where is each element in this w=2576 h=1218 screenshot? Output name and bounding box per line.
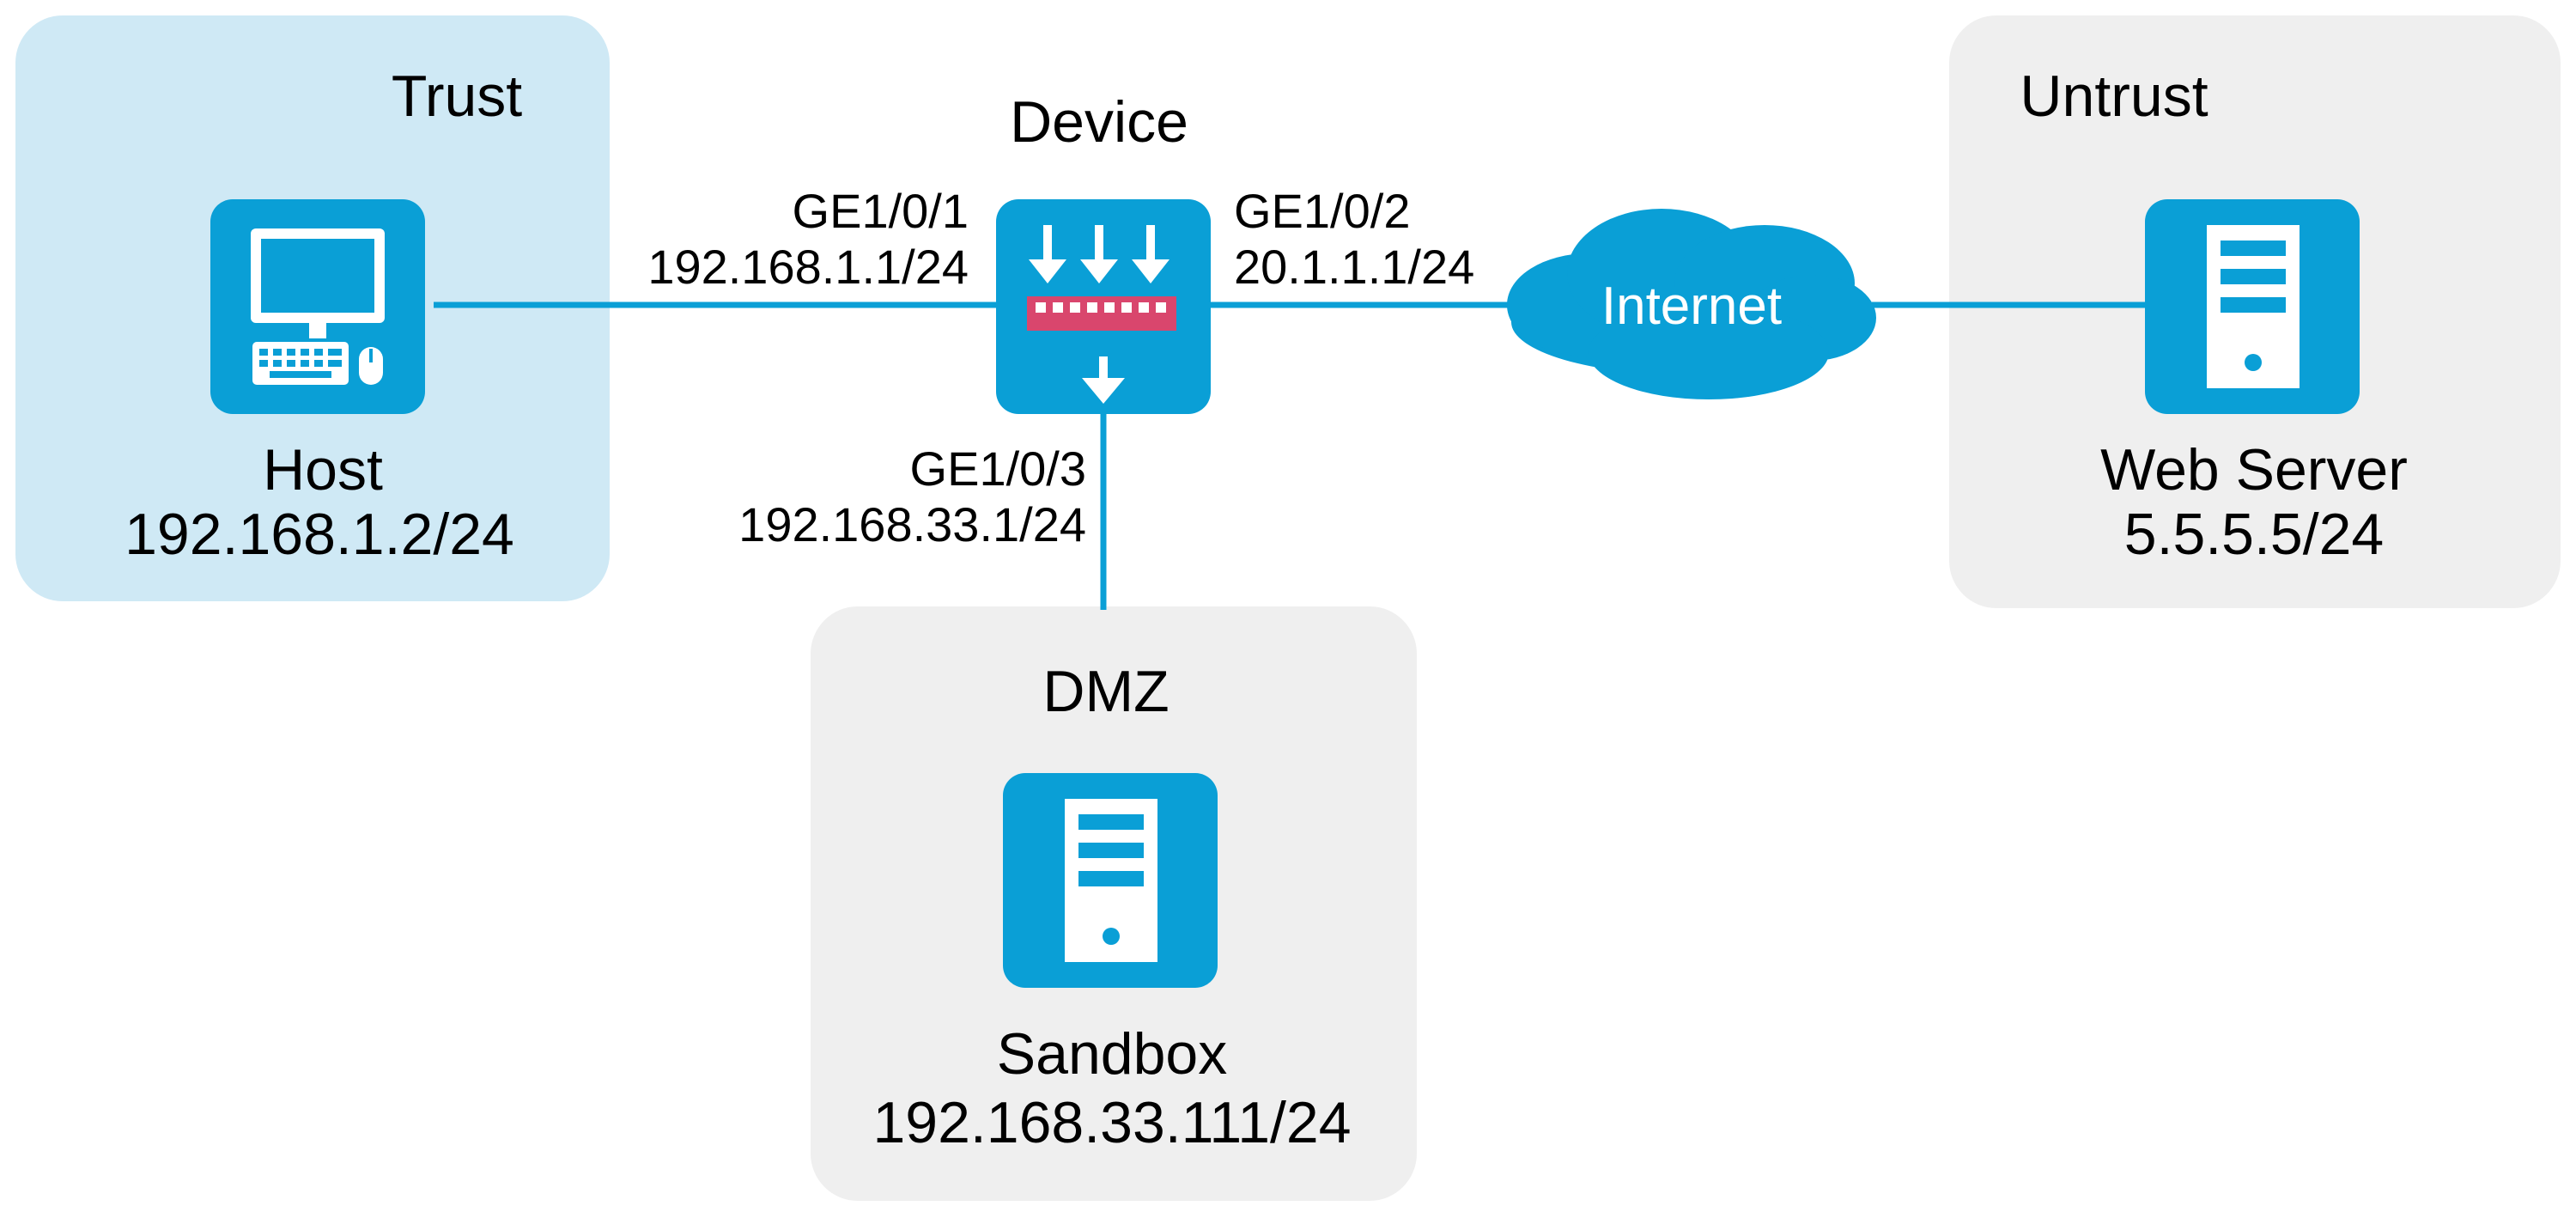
sandbox-name: Sandbox — [997, 1021, 1227, 1087]
cloud-icon — [1507, 209, 1876, 399]
web-server-ip: 5.5.5.5/24 — [2124, 502, 2384, 567]
server-icon — [2145, 199, 2360, 414]
ge3-ip: 192.168.33.1/24 — [738, 497, 1086, 551]
firewall-icon — [996, 199, 1211, 414]
device-label: Device — [1010, 89, 1188, 155]
ge3-name: GE1/0/3 — [910, 442, 1086, 496]
sandbox-server-icon — [1003, 773, 1218, 988]
desktop-computer-icon — [210, 199, 425, 414]
untrust-zone-label: Untrust — [2020, 64, 2208, 129]
internet-label: Internet — [1601, 277, 1782, 336]
ge2-name: GE1/0/2 — [1234, 184, 1410, 238]
ge1-name: GE1/0/1 — [793, 184, 969, 238]
sandbox-ip: 192.168.33.111/24 — [872, 1090, 1351, 1155]
trust-zone-label: Trust — [392, 64, 522, 129]
host-name: Host — [263, 437, 383, 502]
dmz-zone-label: DMZ — [1042, 659, 1169, 724]
host-ip: 192.168.1.2/24 — [125, 502, 514, 567]
ge2-ip: 20.1.1.1/24 — [1234, 240, 1474, 294]
web-server-name: Web Server — [2100, 437, 2408, 502]
ge1-ip: 192.168.1.1/24 — [647, 240, 969, 294]
